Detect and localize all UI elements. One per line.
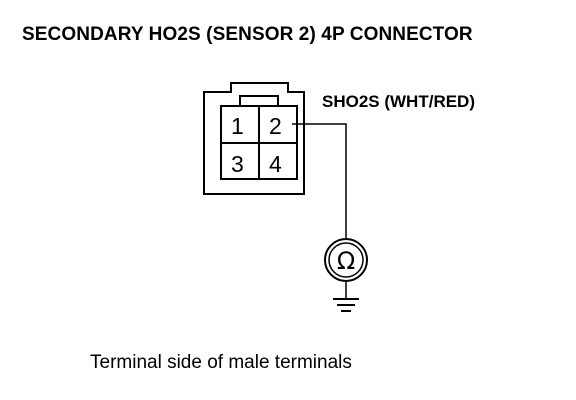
probe-wire (292, 123, 347, 238)
ohm-symbol: Ω (337, 247, 355, 275)
connector-latch (239, 95, 279, 106)
ground-icon (333, 298, 359, 312)
wire-label-sho2s: SHO2S (WHT/RED) (322, 92, 475, 111)
pin-2-label: 2 (269, 113, 282, 139)
diagram-title: SECONDARY HO2S (SENSOR 2) 4P CONNECTOR (22, 24, 473, 45)
pin-4-label: 4 (269, 151, 282, 177)
connector-housing (203, 82, 305, 195)
pin-1-label: 1 (231, 113, 244, 139)
pin-3-label: 3 (231, 151, 244, 177)
diagram-caption: Terminal side of male terminals (90, 352, 352, 373)
ohmmeter-icon: Ω (324, 238, 368, 282)
